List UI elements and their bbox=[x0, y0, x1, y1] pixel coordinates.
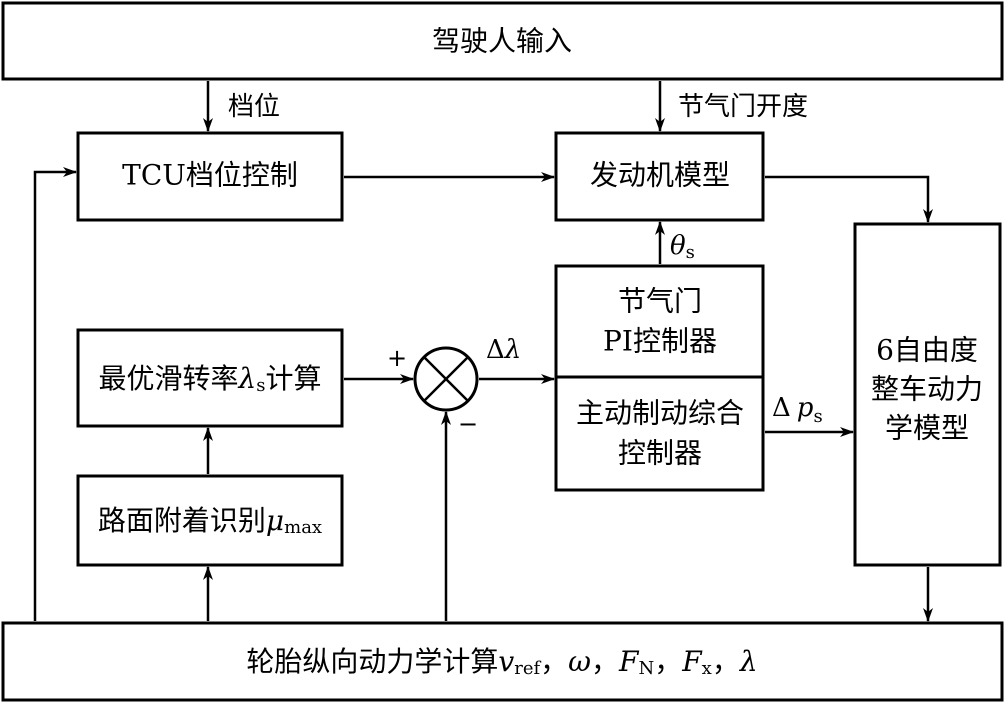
throttle-pi-line2: PI控制器 bbox=[603, 325, 717, 358]
road-id-label: 路面附着识别μmax bbox=[98, 504, 322, 539]
node-tire-longitudinal-dynamics: 轮胎纵向动力学计算vref，ω，FN，Fx，λ bbox=[1, 621, 1004, 702]
node-engine-model: 发动机模型 bbox=[554, 131, 765, 222]
node-tcu-gear-control: TCU档位控制 bbox=[76, 131, 344, 222]
driver-input-label: 驾驶人输入 bbox=[432, 25, 572, 58]
node-vehicle-dynamics-model: 6自由度 整车动力 学模型 bbox=[853, 222, 1002, 567]
vehicle-line3: 学模型 bbox=[885, 412, 969, 445]
optimal-slip-label: 最优滑转率λs计算 bbox=[98, 362, 321, 397]
vehicle-line1: 6自由度 bbox=[876, 334, 978, 367]
junction-minus-sign: − bbox=[458, 410, 478, 438]
active-brake-line2: 控制器 bbox=[618, 437, 702, 470]
edge-label-theta-s: θs bbox=[670, 231, 695, 263]
tcu-label: TCU档位控制 bbox=[122, 159, 298, 192]
node-throttle-pi-controller: 节气门 PI控制器 bbox=[554, 264, 765, 379]
edge-engine-to-vehicle bbox=[765, 175, 933, 223]
throttle-pi-line1: 节气门 bbox=[618, 285, 702, 318]
edge-label-gear: 档位 bbox=[228, 92, 280, 122]
edge-tire-to-tcu bbox=[33, 167, 77, 621]
node-optimal-slip-calculation: 最优滑转率λs计算 bbox=[76, 328, 344, 428]
vehicle-line2: 整车动力 bbox=[871, 373, 983, 406]
active-brake-line1: 主动制动综合 bbox=[576, 397, 744, 430]
junction-plus-sign: + bbox=[387, 344, 407, 372]
edge-label-throttle-opening: 节气门开度 bbox=[678, 92, 808, 122]
tire-label: 轮胎纵向动力学计算vref，ω，FN，Fx，λ bbox=[246, 645, 757, 680]
node-active-brake-controller: 主动制动综合 控制器 bbox=[554, 375, 765, 492]
engine-label: 发动机模型 bbox=[590, 159, 730, 192]
summing-junction bbox=[413, 346, 479, 412]
edge-label-delta-lambda: Δλ bbox=[486, 335, 521, 365]
node-road-adhesion-identification: 路面附着识别μmax bbox=[76, 474, 344, 567]
node-driver-input: 驾驶人输入 bbox=[1, 1, 1004, 81]
